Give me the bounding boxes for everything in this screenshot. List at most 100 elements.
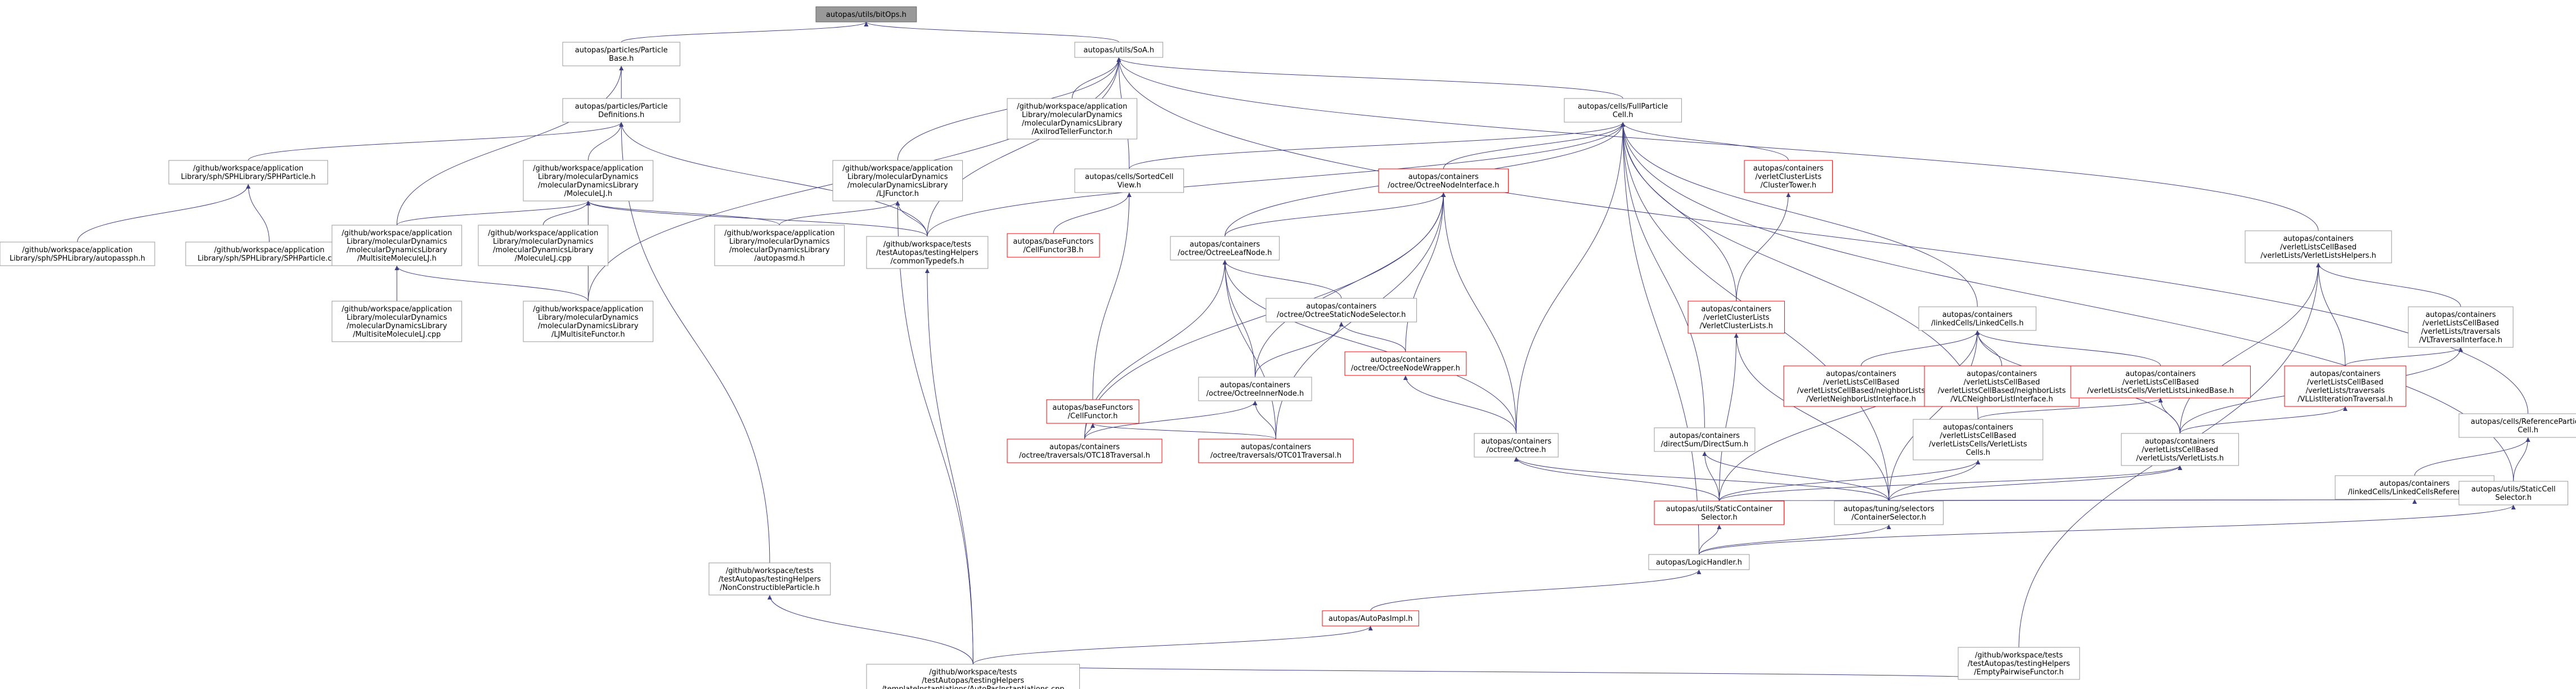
node-box [2408, 306, 2514, 348]
edge-ljfunc-explicitinst [895, 200, 973, 665]
node-autopassph[interactable]: /github/workspace/applicationLibrary/sph… [0, 241, 155, 266]
node-sph[interactable]: /github/workspace/applicationLibrary/sph… [168, 160, 328, 185]
node-otc01[interactable]: autopas/containers/octree/traversals/OTC… [1198, 439, 1354, 463]
node-label: autopas/containers [2310, 370, 2380, 378]
node-label: /verletListsCellBased/neighborLists [1938, 387, 2066, 395]
node-label: /github/workspace/application [724, 229, 834, 238]
node-vllistiter[interactable]: autopas/containers/verletListsCellBased /… [2284, 365, 2407, 407]
node-vltraversaliface[interactable]: autopas/containers/verletListsCellBased/… [2408, 306, 2514, 348]
node-multisitecpp[interactable]: /github/workspace/applicationLibrary/mol… [331, 301, 463, 342]
node-ljmultisite[interactable]: /github/workspace/applicationLibrary/mol… [523, 301, 654, 342]
node-autopasmd[interactable]: /github/workspace/applicationLibrary/mol… [714, 225, 845, 266]
node-explicitinst[interactable]: /github/workspace/tests/testAutopas/test… [866, 664, 1080, 689]
node-box [523, 301, 654, 342]
edge-octnodeiface-octwrapper [1405, 192, 1446, 352]
node-octleaf[interactable]: autopas/containers/octree/OctreeLeafNode… [1170, 236, 1280, 261]
node-vlclusterlists[interactable]: autopas/containers/verletClusterLists/Ve… [1688, 301, 1785, 334]
node-ljfunc[interactable]: /github/workspace/applicationLibrary/mol… [832, 160, 963, 202]
node-label: /MultisiteMoleculeLJ.h [357, 254, 437, 263]
node-label: Library/sph/SPHLibrary/autopassph.h [10, 254, 145, 263]
node-nonconstructible[interactable]: /github/workspace/tests/testAutopas/test… [708, 562, 831, 596]
node-label: /MoleculeLJ.h [564, 190, 612, 198]
node-box [562, 42, 680, 66]
node-label: /github/workspace/application [193, 164, 303, 173]
node-label: /VerletClusterLists.h [1700, 322, 1773, 330]
node-box [1564, 98, 1682, 123]
edge-octree-containerselector [1514, 457, 1890, 502]
node-label: /octree/OctreeNodeInterface.h [1388, 181, 1499, 190]
edge-linkedcells-vlneighbor [1861, 330, 1980, 366]
node-octnodeselector[interactable]: autopas/containers/octree/OctreeStaticNo… [1265, 298, 1417, 323]
node-bitop[interactable]: autopas/utils/bitOps.h [815, 6, 917, 23]
node-vlhelpers[interactable]: autopas/containers/verletListsCellBased/… [2245, 230, 2392, 263]
node-label: /verletListsCellBased/neighborLists [1797, 387, 1926, 395]
node-label: /octree/OctreeLeafNode.h [1178, 249, 1272, 257]
node-logichandler[interactable]: autopas/LogicHandler.h [1648, 554, 1750, 570]
node-label: /VLListIterationTraversal.h [2297, 395, 2393, 404]
edge-simd-fullcell [1116, 57, 1623, 99]
edge-vlhelpers-vllistiter [2316, 262, 2346, 366]
edge-containerselector-logichandler [1698, 524, 1891, 555]
node-vlcells[interactable]: autopas/containers/verletListsCellBased/… [1913, 419, 2044, 460]
node-clustertower[interactable]: autopas/containers/verletClusterLists/Cl… [1744, 160, 1833, 193]
node-label: /github/workspace/tests [1975, 651, 2063, 660]
node-otc18[interactable]: autopas/containers/octree/traversals/OTC… [1007, 439, 1163, 463]
edge-octleaf-octree [1222, 260, 1517, 434]
node-molLJcpp[interactable]: /github/workspace/applicationLibrary/mol… [478, 225, 609, 266]
node-box [866, 664, 1080, 689]
edge-vllists-staticcontainer [1718, 465, 2182, 502]
node-label: /molecularDynamicsLibrary [847, 181, 948, 190]
node-octnodeiface[interactable]: autopas/containers/octree/OctreeNodeInte… [1378, 168, 1509, 193]
node-label: /verletListsCellBased [2307, 378, 2384, 387]
node-label: /github/workspace/application [214, 246, 325, 254]
node-commontypedefs[interactable]: /github/workspace/tests/testAutopas/test… [866, 236, 989, 269]
edge-vlcells-staticcontainer [1718, 459, 1981, 502]
node-label: /molecularDynamicsLibrary [1022, 119, 1123, 128]
node-box [1924, 365, 2080, 407]
node-cellfunctor[interactable]: autopas/baseFunctors/CellFunctor.h [1046, 399, 1139, 424]
node-vllists[interactable]: autopas/containers/verletListsCellBased/… [2121, 433, 2239, 466]
node-simd[interactable]: autopas/utils/SoA.h [1074, 42, 1164, 58]
node-vlcneighbor[interactable]: autopas/containers/verletListsCellBased/… [1924, 365, 2080, 407]
node-octree[interactable]: autopas/containers/octree/Octree.h [1474, 433, 1559, 458]
node-box [1834, 500, 1944, 525]
node-directsum[interactable]: autopas/containers/directSum/DirectSum.h [1654, 427, 1756, 452]
node-multisiteh[interactable]: /github/workspace/applicationLibrary/mol… [331, 225, 463, 266]
edge-bitop-pbase [621, 21, 869, 43]
edge-vlcells-containerselector [1888, 459, 1981, 502]
node-label: /github/workspace/application [842, 164, 953, 173]
node-label: /molecularDynamicsLibrary [347, 246, 447, 254]
node-containerselector[interactable]: autopas/tuning/selectors/ContainerSelect… [1834, 500, 1944, 525]
node-molLJ[interactable]: /github/workspace/applicationLibrary/mol… [523, 160, 654, 202]
node-cellfunc3b[interactable]: autopas/baseFunctors/CellFunctor3B.h [1007, 233, 1100, 258]
node-label: autopas/containers [2426, 311, 2496, 319]
node-octinner[interactable]: autopas/containers/octree/OctreeInnerNod… [1198, 377, 1312, 401]
node-sphcpp[interactable]: /github/workspace/applicationLibrary/sph… [185, 241, 353, 266]
node-label: /molecularDynamicsLibrary [729, 246, 830, 254]
node-label: autopas/LogicHandler.h [1656, 558, 1742, 567]
node-label: Base.h [609, 55, 634, 63]
edge-directsum-containerselector [1702, 451, 1890, 502]
node-vlcl_base[interactable]: autopas/containers/verletListsCellBased/… [2070, 365, 2251, 399]
node-vlneighbor[interactable]: autopas/containers/verletListsCellBased/… [1783, 365, 1939, 407]
node-label: Library/molecularDynamics [347, 238, 447, 246]
node-octwrapper[interactable]: autopas/containers/octree/OctreeNodeWrap… [1344, 351, 1467, 376]
node-box [2121, 433, 2239, 466]
node-linkedcellsref[interactable]: autopas/containers/linkedCells/LinkedCel… [2335, 475, 2494, 500]
edge-linkedcells-vlcl_base [1975, 330, 2161, 366]
node-axilrod[interactable]: /github/workspace/applicationLibrary/mol… [1007, 98, 1138, 140]
node-autopasimpl[interactable]: autopas/AutoPasImpl.h [1322, 610, 1419, 627]
node-linkedcells[interactable]: autopas/containers/linkedCells/LinkedCel… [1918, 306, 2036, 331]
node-box [1198, 439, 1354, 463]
node-box [1918, 306, 2036, 331]
node-label: /testAutopas/testingHelpers [719, 575, 821, 584]
edge-staticcontainer-logichandler [1698, 524, 1722, 555]
node-emptypairwise[interactable]: /github/workspace/tests/testAutopas/test… [1958, 647, 2080, 680]
